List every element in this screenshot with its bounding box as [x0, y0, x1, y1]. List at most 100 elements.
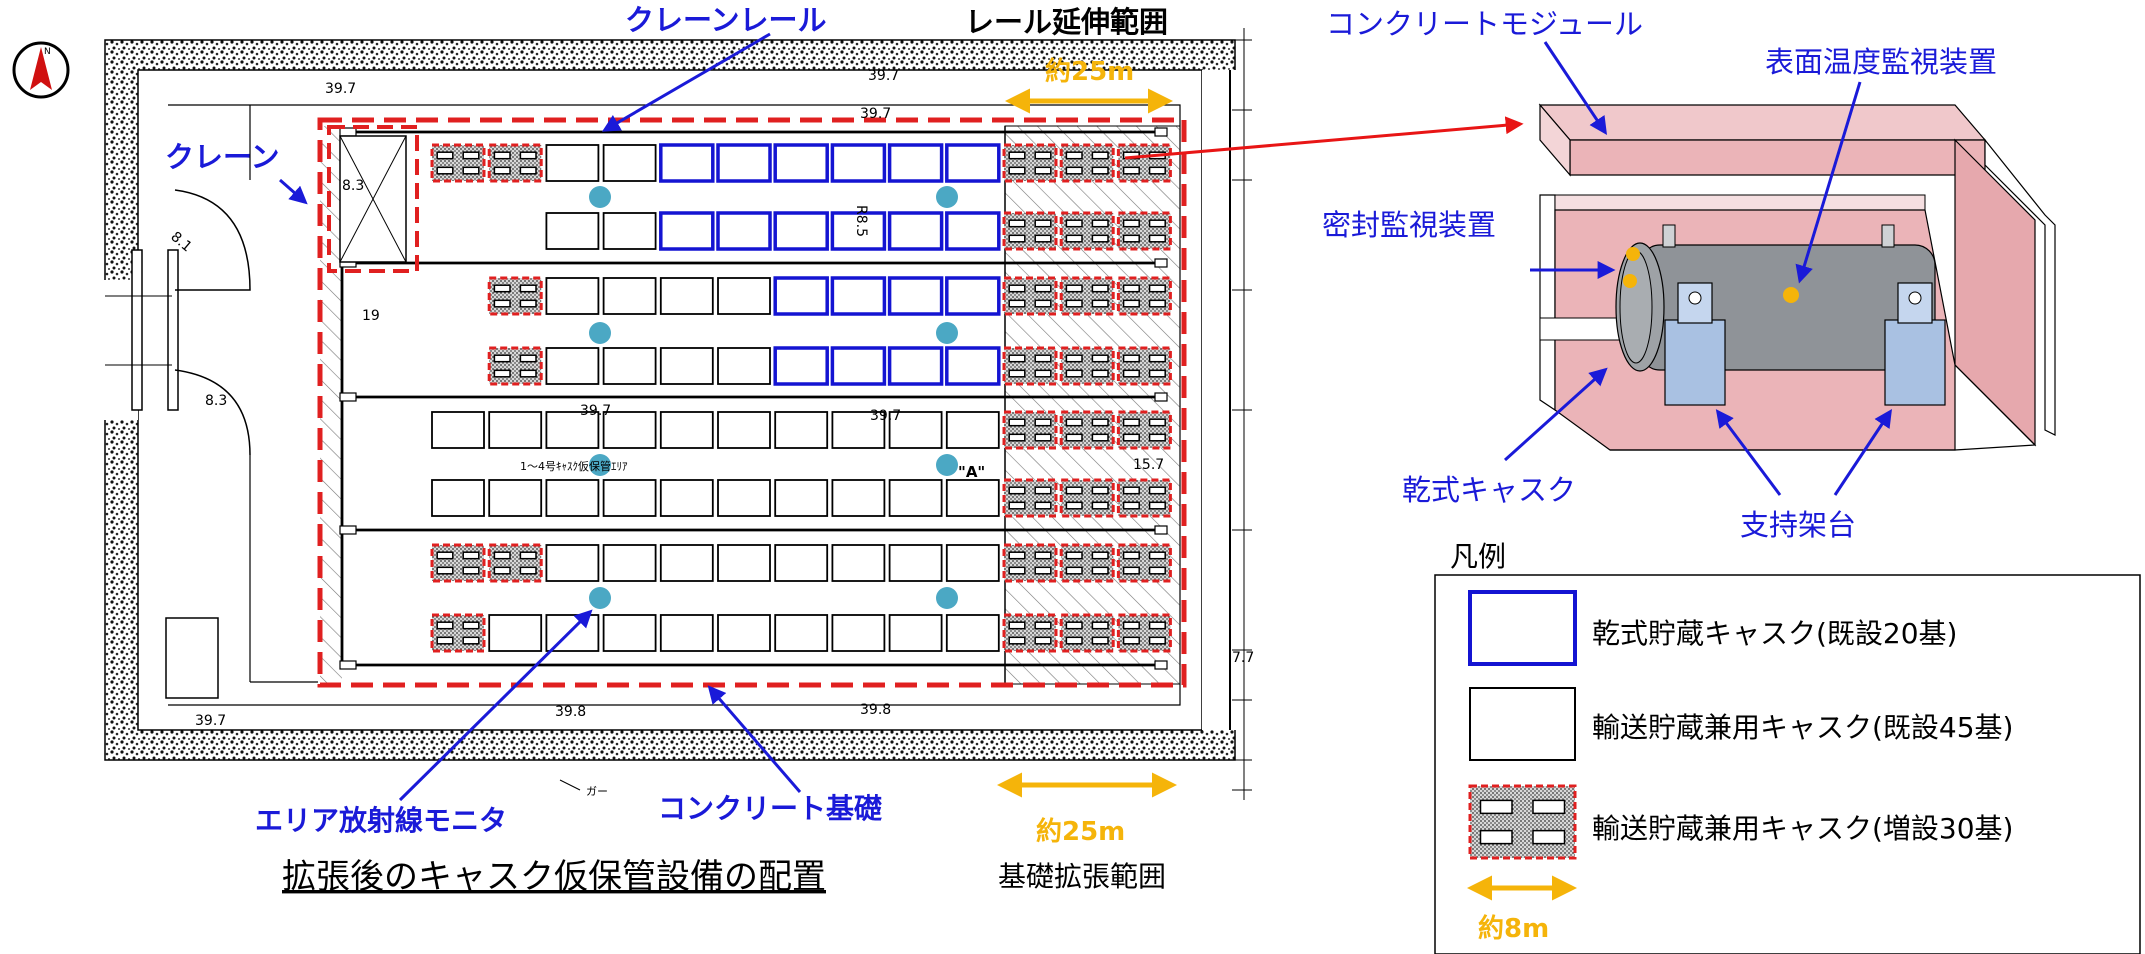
added-cask: [487, 276, 543, 316]
existing-dual-cask: [431, 411, 485, 449]
added-cask: [1002, 143, 1058, 183]
existing-dry-cask: [716, 211, 772, 251]
point-a-label: "A": [958, 463, 985, 481]
area-monitor-dot: [936, 454, 958, 476]
existing-dual-cask: [431, 479, 485, 517]
existing-dual-cask: [888, 411, 943, 449]
existing-dual-cask: [774, 614, 829, 652]
added-cask: [1059, 410, 1115, 450]
existing-dual-cask: [602, 144, 657, 182]
existing-dual-cask: [831, 614, 886, 652]
added-cask: [1116, 276, 1172, 316]
svg-text:39.7: 39.7: [195, 713, 226, 729]
svg-text:39.8: 39.8: [860, 702, 891, 718]
cask-grid: [430, 143, 1172, 653]
crane-label: クレーン: [165, 140, 280, 174]
area-radiation-monitors: [589, 186, 958, 609]
existing-dual-cask: [659, 544, 714, 582]
legend-item-added-dual-cask: 輸送貯蔵兼用キャスク(増設30基): [1468, 784, 2013, 860]
added-cask: [1468, 784, 1577, 860]
area-monitor-dot: [936, 322, 958, 344]
svg-text:39.7: 39.7: [870, 408, 901, 424]
existing-dual-cask: [945, 411, 1000, 449]
existing-dry-cask: [659, 211, 715, 251]
existing-dry-cask: [887, 346, 944, 386]
existing-dual-cask: [488, 614, 543, 652]
legend-title: 凡例: [1450, 540, 1506, 573]
seal-monitor-sensor: [1623, 274, 1637, 288]
existing-dry-cask: [887, 143, 944, 183]
existing-dry-cask: [830, 346, 887, 386]
existing-dry-cask: [773, 346, 829, 386]
area-monitor-dot: [936, 186, 958, 208]
added-cask: [1059, 613, 1115, 653]
fence-label: ガー: [586, 785, 608, 798]
existing-dual-cask: [545, 144, 600, 182]
existing-dry-cask: [773, 276, 829, 316]
seal-monitor-sensor: [1626, 247, 1640, 261]
existing-dry-cask: [830, 211, 887, 251]
added-cask: [430, 543, 486, 583]
existing-dual-cask: [888, 479, 943, 517]
svg-text:8.3: 8.3: [342, 178, 364, 194]
area-monitor-label: エリア放射線モニタ: [255, 804, 507, 837]
legend-scale-label: 約8m: [1478, 913, 1549, 944]
existing-dual-cask: [774, 544, 829, 582]
legend-item-existing-dual-cask: 輸送貯蔵兼用キャスク(既設45基): [1469, 687, 2013, 761]
area-monitor-dot: [589, 587, 611, 609]
existing-dual-cask: [659, 614, 714, 652]
rail-extension-value: 約25m: [1045, 56, 1134, 87]
added-cask: [1059, 346, 1115, 386]
existing-dual-cask: [659, 479, 714, 517]
added-cask: [1002, 478, 1058, 518]
crane-rail-label: クレーンレール: [625, 3, 827, 37]
existing-dual-cask: [545, 347, 600, 385]
existing-dual-cask: [717, 479, 771, 517]
added-cask: [1059, 478, 1115, 518]
existing-dry-cask: [716, 143, 772, 183]
existing-dual-cask: [774, 479, 829, 517]
concrete-module-3d: コンクリートモジュール 表面温度監視装置 密封監視装置 乾式キャスク 支持架台: [1322, 7, 2056, 542]
existing-dry-cask: [887, 276, 944, 316]
svg-text:輸送貯蔵兼用キャスク(増設30基): 輸送貯蔵兼用キャスク(増設30基): [1592, 812, 2013, 845]
existing-dual-cask: [488, 479, 543, 517]
concrete-module-label: コンクリートモジュール: [1326, 7, 1643, 41]
svg-text:7.7: 7.7: [1232, 650, 1254, 666]
north-compass-icon: N: [12, 41, 70, 99]
existing-dual-cask: [545, 479, 600, 517]
svg-text:39.7: 39.7: [325, 81, 356, 97]
cask-area-note: 1～4号ｷｬｽｸ仮保管ｴﾘｱ: [520, 459, 628, 473]
existing-dry-cask: [830, 143, 887, 183]
existing-dual-cask: [945, 544, 1000, 582]
existing-dual-cask: [602, 347, 657, 385]
existing-dual-cask: [488, 411, 543, 449]
existing-dry-cask: [945, 346, 1001, 386]
added-cask: [487, 346, 543, 386]
existing-dual-cask: [888, 544, 943, 582]
existing-dual-cask: [717, 614, 771, 652]
added-cask: [1002, 211, 1058, 251]
added-cask: [1002, 346, 1058, 386]
existing-dual-cask: [602, 277, 657, 315]
surface-temp-sensor: [1783, 287, 1799, 303]
existing-dual-cask: [888, 614, 943, 652]
area-monitor-dot: [589, 186, 611, 208]
svg-text:19: 19: [362, 308, 380, 324]
support-frames: [1664, 282, 1946, 406]
svg-text:R8.5: R8.5: [853, 205, 869, 237]
existing-dual-cask: [545, 277, 600, 315]
existing-dual-cask: [602, 411, 657, 449]
existing-dual-cask: [831, 544, 886, 582]
added-cask: [1116, 346, 1172, 386]
surface-temp-monitor-label: 表面温度監視装置: [1765, 45, 1997, 79]
svg-text:39.7: 39.7: [860, 106, 891, 122]
diagram-title: 拡張後のキャスク仮保管設備の配置: [282, 857, 826, 897]
foundation-extension-area: [1004, 125, 1181, 685]
existing-dual-cask: [945, 614, 1000, 652]
existing-dual-cask: [659, 277, 714, 315]
added-cask: [1116, 143, 1172, 183]
existing-dual-cask: [945, 479, 1000, 517]
existing-dry-cask: [659, 143, 715, 183]
foundation-extension-label: 基礎拡張範囲: [998, 860, 1166, 893]
